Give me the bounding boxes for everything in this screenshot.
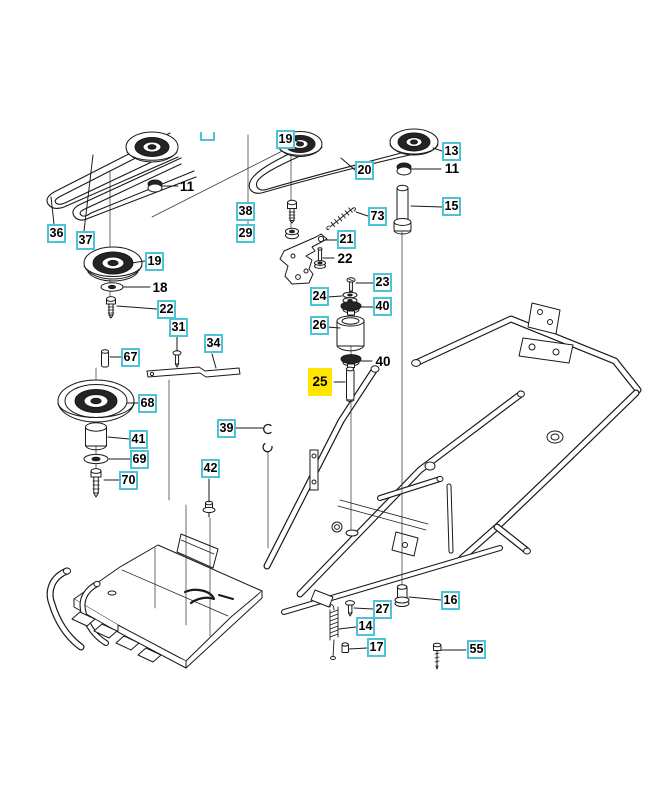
- bracket-21-art: [279, 233, 328, 285]
- callout-19[interactable]: 19: [276, 130, 295, 149]
- callout-16[interactable]: 16: [441, 591, 460, 610]
- callout-70[interactable]: 70: [119, 471, 138, 490]
- pin-67-art: [101, 349, 109, 368]
- pin-15-art: [393, 184, 412, 235]
- pulley-13-art: [389, 128, 439, 156]
- callout-37[interactable]: 37: [76, 231, 95, 250]
- callout-20[interactable]: 20: [355, 161, 374, 180]
- callout-17[interactable]: 17: [367, 638, 386, 657]
- callout-13[interactable]: 13: [442, 142, 461, 161]
- callout-19[interactable]: 19: [145, 252, 164, 271]
- callout-22[interactable]: 22: [157, 300, 176, 319]
- callout-11[interactable]: 11: [179, 179, 195, 194]
- callout-24[interactable]: 24: [310, 287, 329, 306]
- frame-art: [263, 302, 642, 615]
- footplate-art: [46, 533, 263, 669]
- callout-21[interactable]: 21: [337, 230, 356, 249]
- callout-23[interactable]: 23: [373, 273, 392, 292]
- nut-11-left-art: [147, 179, 163, 193]
- washer-69-art: [83, 453, 109, 465]
- callout-34[interactable]: 34: [204, 334, 223, 353]
- cap-40-lower-art: [340, 354, 362, 368]
- callout-41[interactable]: 41: [129, 430, 148, 449]
- washer-18-art: [100, 282, 124, 292]
- nut-11-right-art: [396, 162, 412, 176]
- callout-clipped: [200, 132, 215, 141]
- callout-18[interactable]: 18: [152, 280, 168, 295]
- cap-40-upper-art: [340, 301, 362, 316]
- callout-15[interactable]: 15: [442, 197, 461, 216]
- callout-26[interactable]: 26: [310, 316, 329, 335]
- bolt-16-art: [394, 584, 410, 607]
- callout-36[interactable]: 36: [47, 224, 66, 243]
- screw-31-art: [172, 350, 182, 368]
- callout-25[interactable]: 25: [308, 368, 332, 396]
- screw-55-art: [432, 642, 442, 670]
- callout-29[interactable]: 29: [236, 224, 255, 243]
- spring-14-art: [329, 604, 339, 660]
- belt-36-art: [46, 132, 179, 210]
- callout-27[interactable]: 27: [373, 600, 392, 619]
- callout-11[interactable]: 11: [444, 161, 460, 176]
- nut-29-art: [285, 227, 299, 240]
- callout-31[interactable]: 31: [169, 318, 188, 337]
- leader-lines: [50, 139, 467, 651]
- arm-34-art: [146, 366, 241, 378]
- screw-27-art: [345, 600, 355, 617]
- screw-23-art: [346, 277, 356, 294]
- spring-73-art: [326, 207, 356, 230]
- pulley-68-art: [57, 379, 135, 423]
- callout-68[interactable]: 68: [138, 394, 157, 413]
- callout-38[interactable]: 38: [236, 202, 255, 221]
- callout-40[interactable]: 40: [375, 354, 391, 369]
- bolt-38-art: [287, 199, 297, 224]
- callout-55[interactable]: 55: [467, 640, 486, 659]
- callout-67[interactable]: 67: [121, 348, 140, 367]
- bolt-70-art: [90, 468, 102, 498]
- callout-40[interactable]: 40: [373, 297, 392, 316]
- callout-69[interactable]: 69: [130, 450, 149, 469]
- callout-22[interactable]: 22: [337, 251, 353, 266]
- pin-17-art: [341, 642, 349, 653]
- bolt-22-mid-art: [314, 247, 326, 269]
- spacer-26-art: [336, 315, 365, 352]
- spacer-41-art: [85, 422, 107, 451]
- callout-42[interactable]: 42: [201, 459, 220, 478]
- clips-39-art: [262, 423, 273, 453]
- callout-39[interactable]: 39: [217, 419, 236, 438]
- pulley-top-left-art: [125, 131, 179, 163]
- callout-14[interactable]: 14: [356, 617, 375, 636]
- bolt-22-left-art: [106, 296, 116, 319]
- callout-73[interactable]: 73: [368, 207, 387, 226]
- rod-25-art: [345, 366, 355, 402]
- screw-42-art: [202, 500, 216, 518]
- pulley-19-left-art: [83, 246, 143, 282]
